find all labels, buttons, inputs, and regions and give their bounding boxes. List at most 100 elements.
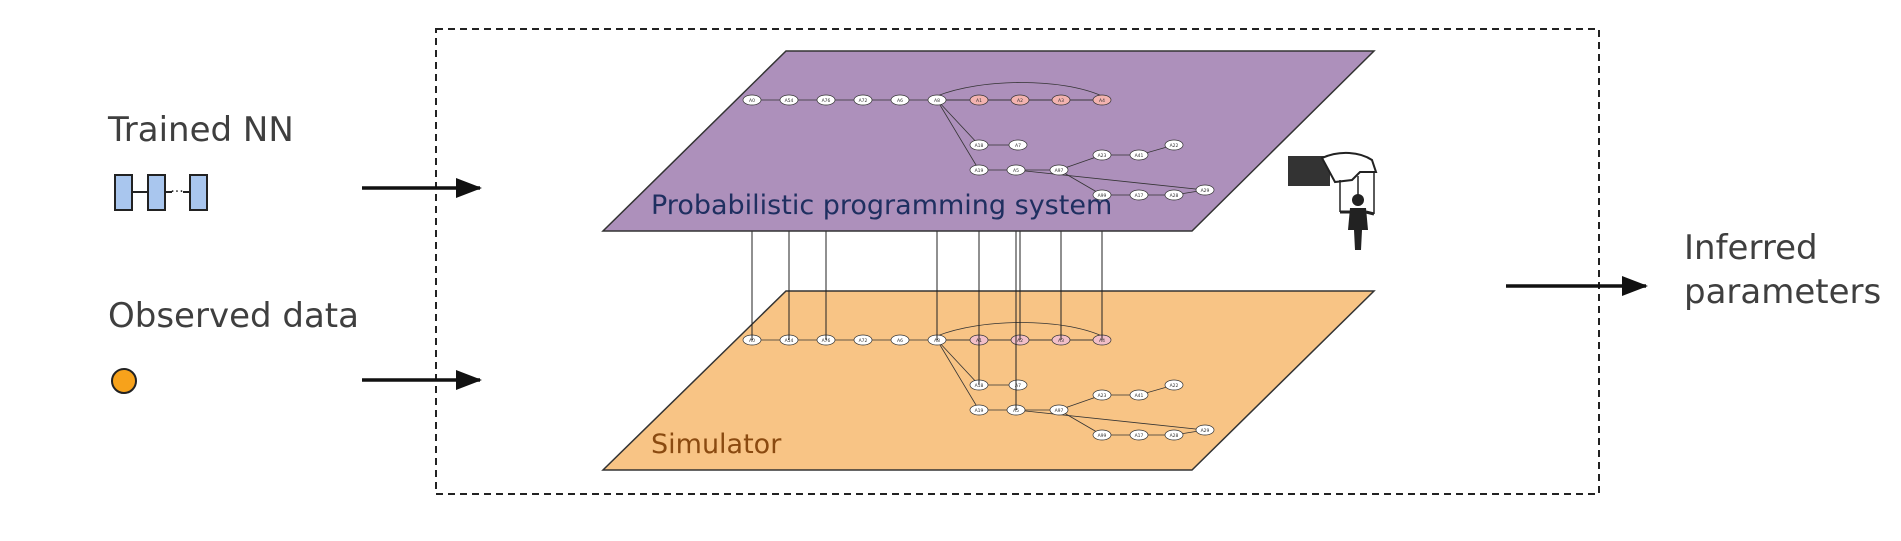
graph-node-label: A6: [897, 338, 903, 344]
graph-node: [969, 94, 989, 106]
system-boundary: [435, 28, 1600, 495]
graph-node: [1195, 424, 1215, 436]
graph-node: [853, 94, 873, 106]
graph-node: [1164, 429, 1184, 441]
graph-node-label: A5: [1013, 408, 1019, 414]
observed-data-label: Observed data: [108, 296, 359, 336]
inferred-line-1: Inferred: [1684, 228, 1818, 268]
trained-nn-label: Trained NN: [108, 110, 294, 150]
graph-node-label: A97: [1055, 168, 1064, 174]
graph-edge: [1015, 169, 1206, 191]
graph-node: [1129, 389, 1149, 401]
graph-node: [816, 94, 836, 106]
graph-node: [1195, 184, 1215, 196]
graph-node: [969, 164, 989, 176]
graph-edge: [936, 339, 980, 386]
graph-node-label: A2: [1017, 338, 1023, 344]
graph-node-label: A17: [1135, 193, 1144, 199]
nn-ellipsis: ···: [170, 184, 183, 200]
graph-node-label: A0: [749, 98, 755, 104]
simulator-label: Simulator: [651, 429, 782, 460]
graph-node-label: A76: [822, 338, 831, 344]
graph-node: [890, 334, 910, 346]
graph-node-label: A0: [749, 338, 755, 344]
graph-node: [1006, 164, 1026, 176]
graph-node-label: A19: [975, 408, 984, 414]
graph-node-label: A19: [975, 168, 984, 174]
graph-node: [1092, 429, 1112, 441]
nn-icon: ···: [114, 174, 208, 211]
graph-node: [1051, 94, 1071, 106]
graph-node: [742, 94, 762, 106]
graph-node-label: A72: [859, 338, 868, 344]
graph-node-label: A22: [1170, 143, 1179, 149]
graph-node-label: A7: [1015, 383, 1021, 389]
graph-edge: [1058, 409, 1103, 436]
graph-node-label: A72: [859, 98, 868, 104]
graph-node-label: A41: [1135, 393, 1144, 399]
graph-node: [1164, 189, 1184, 201]
graph-edge: [936, 82, 1103, 97]
graph-node: [890, 94, 910, 106]
graph-node: [927, 94, 947, 106]
graph-node-label: A8: [934, 338, 940, 344]
graph-edge: [936, 99, 980, 171]
graph-node-label: A17: [1135, 433, 1144, 439]
graph-node: [779, 94, 799, 106]
graph-node-label: A29: [1201, 428, 1210, 434]
graph-node: [1129, 189, 1149, 201]
graph-node-label: A76: [822, 98, 831, 104]
observed-data-dot: [111, 368, 137, 394]
graph-node-label: A3: [1058, 338, 1064, 344]
graph-node: [1049, 164, 1069, 176]
graph-node-label: A2: [1017, 98, 1023, 104]
pps-plane: [601, 50, 1376, 232]
inferred-line-2: parameters: [1684, 272, 1882, 313]
graph-node-label: A18: [975, 383, 984, 389]
graph-node-label: A8: [934, 98, 940, 104]
puppeteer-icon: [1288, 152, 1378, 250]
simulator-plane: [601, 290, 1376, 471]
graph-edge: [1058, 169, 1103, 196]
graph-node-label: A29: [1201, 188, 1210, 194]
pps-label: Probabilistic programming system: [651, 190, 1112, 221]
graph-node-label: A6: [897, 98, 903, 104]
graph-node-label: A18: [975, 143, 984, 149]
graph-node: [1008, 379, 1028, 391]
graph-node-label: A5: [1013, 168, 1019, 174]
graph-edge: [936, 322, 1103, 337]
graph-node: [1164, 139, 1184, 151]
graph-node: [1010, 94, 1030, 106]
graph-node-label: A28: [1170, 193, 1179, 199]
graph-node-label: A54: [785, 98, 794, 104]
graph-edge: [936, 99, 980, 146]
graph-node-label: A1: [976, 98, 982, 104]
graph-node-label: A28: [1170, 433, 1179, 439]
graph-node: [969, 404, 989, 416]
graph-node-label: A4: [1099, 338, 1105, 344]
graph-edge: [1015, 409, 1206, 431]
graph-node-label: A4: [1099, 98, 1105, 104]
graph-node: [1129, 149, 1149, 161]
graph-node-label: A99: [1098, 433, 1107, 439]
graph-node: [1049, 404, 1069, 416]
graph-node-label: A7: [1015, 143, 1021, 149]
graph-node-label: A97: [1055, 408, 1064, 414]
graph-node-label: A99: [1098, 193, 1107, 199]
graph-node: [1092, 189, 1112, 201]
graph-edge: [936, 339, 980, 411]
graph-node: [1129, 429, 1149, 441]
graph-node-label: A3: [1058, 98, 1064, 104]
graph-node-label: A23: [1098, 153, 1107, 159]
graph-node: [1092, 94, 1112, 106]
graph-node-label: A22: [1170, 383, 1179, 389]
graph-node-label: A41: [1135, 153, 1144, 159]
graph-node: [1092, 389, 1112, 401]
graph-node: [1164, 379, 1184, 391]
graph-node: [1092, 149, 1112, 161]
graph-node-label: A23: [1098, 393, 1107, 399]
graph-node: [1008, 139, 1028, 151]
inferred-parameters-label: Inferred parameters: [1684, 226, 1881, 314]
